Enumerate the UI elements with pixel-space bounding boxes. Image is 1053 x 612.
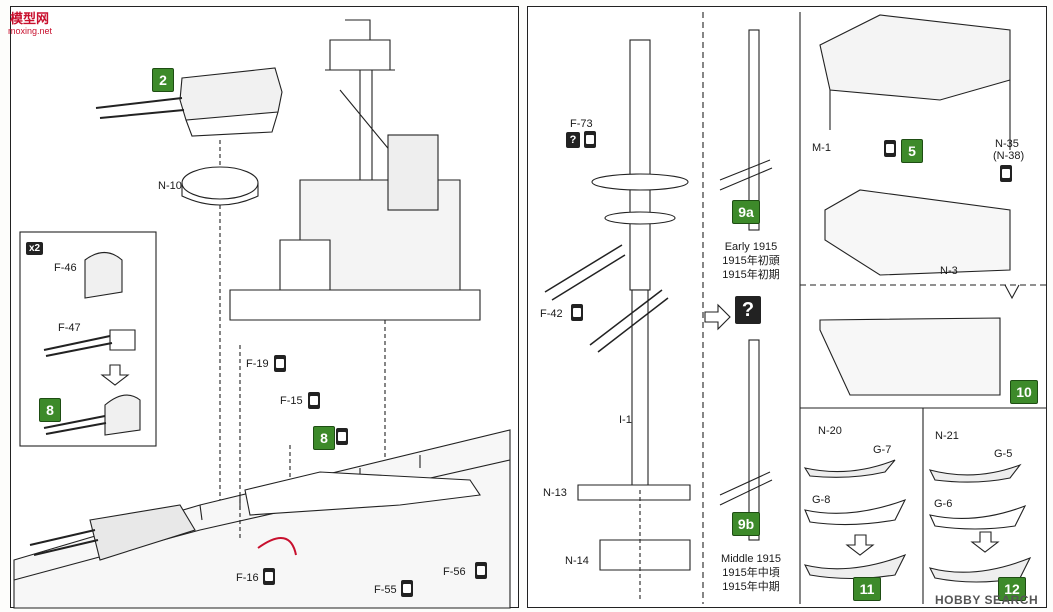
glue-icon: [884, 140, 896, 157]
part-label-f19: F-19: [246, 358, 269, 370]
part-label-f47: F-47: [58, 322, 81, 334]
part-label-i1: I-1: [619, 414, 632, 426]
question-icon-large: ?: [735, 296, 761, 324]
glue-icon: [274, 355, 286, 372]
part-label-n21: N-21: [935, 430, 959, 442]
part-label-g7: G-7: [873, 444, 892, 456]
glue-icon: [308, 392, 320, 409]
question-icon: ?: [566, 132, 580, 148]
part-label-f46: F-46: [54, 262, 77, 274]
right-assembly-panel: [527, 6, 1047, 608]
watermark-bottom: HOBBY SEARCH: [935, 593, 1039, 607]
part-label-f16: F-16: [236, 572, 259, 584]
watermark-logo-top: 模型网: [10, 11, 50, 26]
part-label-n38: (N-38): [993, 150, 1025, 162]
glue-icon: [263, 568, 275, 585]
part-label-f15: F-15: [280, 395, 303, 407]
part-label-g5: G-5: [994, 448, 1013, 460]
step-9b-badge: 9b: [732, 512, 760, 536]
step-2-badge: 2: [152, 68, 174, 92]
part-label-n20: N-20: [818, 425, 842, 437]
step-8-badge-inset: 8: [39, 398, 61, 422]
step-9a-badge: 9a: [732, 200, 760, 224]
step-5-badge: 5: [901, 139, 923, 163]
glue-icon: [336, 428, 348, 445]
part-label-f73: F-73: [570, 118, 593, 130]
glue-icon: [475, 562, 487, 579]
part-label-n10: N-10: [158, 180, 182, 192]
part-label-g6: G-6: [934, 498, 953, 510]
step-10-badge: 10: [1010, 380, 1038, 404]
step-8-badge: 8: [313, 426, 335, 450]
step-12-badge: 12: [998, 577, 1026, 601]
glue-icon: [571, 304, 583, 321]
part-label-n13: N-13: [543, 487, 567, 499]
part-label-n35: N-35: [995, 138, 1019, 150]
watermark-url-top: moxing.net: [8, 26, 53, 36]
glue-icon: [401, 580, 413, 597]
part-label-n14: N-14: [565, 555, 589, 567]
part-label-f56: F-56: [443, 566, 466, 578]
step-11-badge: 11: [853, 577, 881, 601]
part-label-m1: M-1: [812, 142, 831, 154]
glue-icon: [1000, 165, 1012, 182]
part-label-n3: N-3: [940, 265, 958, 277]
part-label-f42: F-42: [540, 308, 563, 320]
part-label-g8: G-8: [812, 494, 831, 506]
multiplier-badge: x2: [26, 242, 44, 255]
part-label-f55: F-55: [374, 584, 397, 596]
glue-icon: [584, 131, 596, 148]
